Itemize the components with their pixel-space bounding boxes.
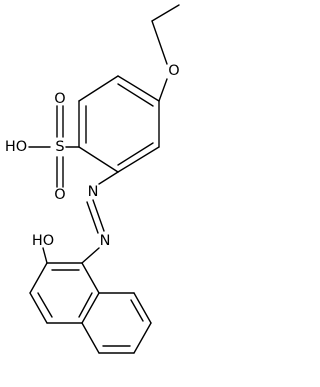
bond-naph-a-double-2 [37,292,53,318]
bond-naph-b-5 [81,322,100,354]
atom-label-azo-n1: N [88,184,99,200]
bond-n1-n2-b [86,201,99,234]
bond-naph-b-2 [133,292,152,324]
bonds [28,4,180,354]
atom-label-ether-o: O [168,63,179,79]
bond-naph-a-5 [81,292,100,324]
atom-label-naphthol-oh: HO [32,233,54,249]
bond-ethyl-ch2-o [151,20,168,65]
bond-ring-n1 [98,171,119,185]
bond-ring-a-1 [117,75,160,102]
bond-naph-a-2 [29,262,48,294]
bond-naph-a-3 [29,292,48,324]
bond-naph-b-double-1 [130,299,144,322]
bond-ring-a-double-1 [117,83,154,107]
bond-o-ring [158,78,168,102]
bond-ring-a-4 [78,146,119,173]
atom-label-sulfonic-oh: HO [5,139,27,155]
bond-naph-oh [42,247,48,264]
bond-naph-a-6 [81,262,100,294]
bond-ethyl-ch3-ch2 [151,4,180,22]
bond-naph-a-double-3 [78,292,93,318]
bond-ring-a-5 [117,146,160,173]
atom-label-sulfonyl-o-bottom: O [54,187,65,203]
atom-label-sulfur: S [55,139,64,155]
atom-label-azo-n2: N [100,233,111,249]
atom-labels: O S O O HO N N HO [5,63,180,249]
chemical-structure-diagram: O S O O HO N N HO [5,4,180,354]
bond-ring-a-double-3 [117,142,154,166]
bond-n2-naphthalene [81,247,100,264]
bond-ring-a-2 [78,75,119,102]
bond-naph-b-3 [133,322,152,354]
atom-label-sulfonyl-o-top: O [54,91,65,107]
bond-n1-n2-a [92,199,105,232]
